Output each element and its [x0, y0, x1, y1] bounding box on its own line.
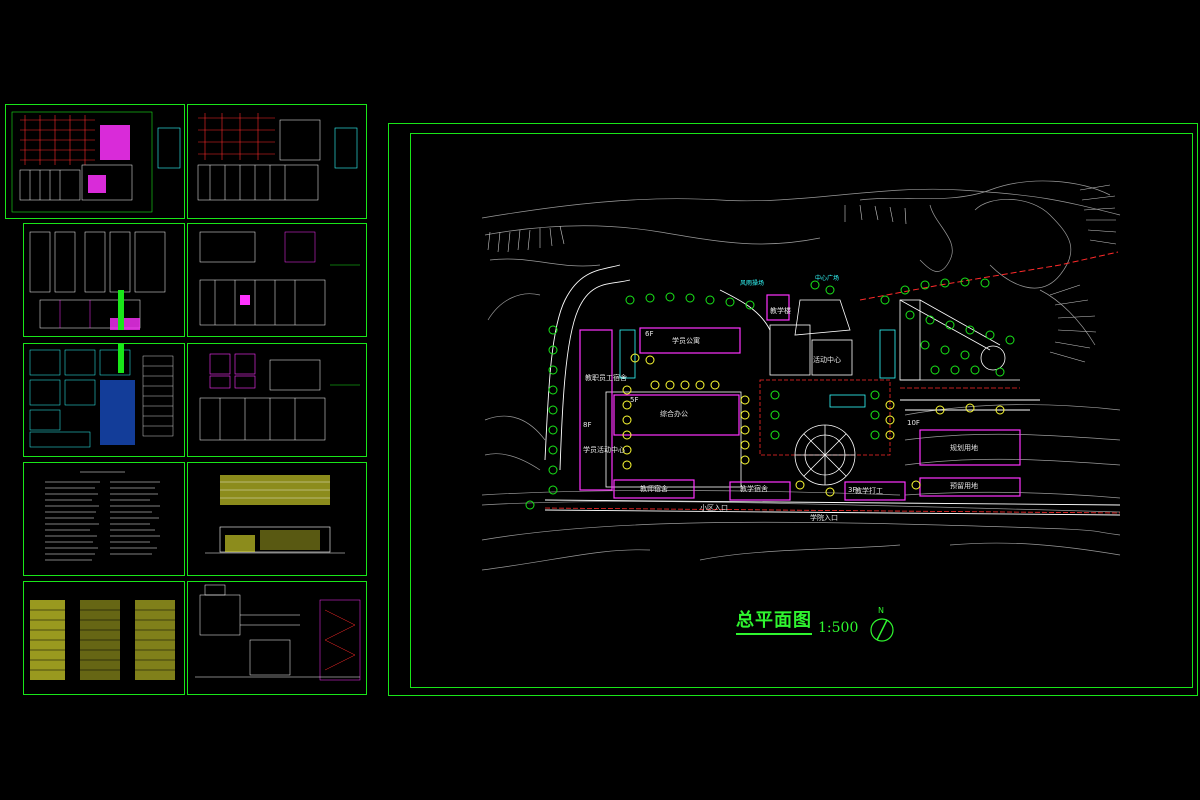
- label-gate-side: 小区入口: [700, 503, 728, 512]
- label-dorm-left: 教职员工宿舍: [585, 373, 627, 382]
- terrain-contours: [481, 180, 1121, 571]
- label-gate-main: 学院入口: [810, 513, 838, 522]
- thumb-4-plan: [199, 231, 360, 326]
- sheet-thumb-8[interactable]: [187, 462, 367, 576]
- label-bottom-2: 教学宿舍: [740, 484, 768, 493]
- label-bottom-3: 教学打工: [855, 486, 883, 495]
- north-arrow-icon: N: [870, 606, 894, 642]
- main-sheet-inner-frame: [410, 133, 1193, 688]
- sheet-thumb-5[interactable]: [23, 343, 185, 457]
- sheet-thumb-4[interactable]: [187, 223, 367, 337]
- roads: [544, 264, 1121, 516]
- drawing-title: 总平面图: [736, 606, 812, 635]
- thumb-5-elevations: [29, 343, 174, 448]
- thumb-2-floor-plan: [197, 113, 358, 201]
- label-floor-3f: 3F: [848, 486, 856, 494]
- site-plan-labels: 学员公寓 活动中心 综合办公 教职员工宿舍 教学楼 学员活动中心 教师宿舍 教学…: [583, 274, 978, 522]
- sheet-thumb-2[interactable]: [187, 104, 367, 219]
- sheet-thumb-9[interactable]: [23, 581, 185, 695]
- thumb-6-plan: [199, 353, 360, 441]
- label-bottom-1: 教师宿舍: [640, 484, 668, 493]
- central-plaza: [759, 299, 891, 486]
- sheet-thumb-3[interactable]: [23, 223, 185, 337]
- thumb-9-schedule: [30, 600, 175, 680]
- label-right-1: 规划用地: [950, 443, 978, 452]
- red-setback-lines: [544, 387, 1121, 514]
- sheet-thumb-6[interactable]: [187, 343, 367, 457]
- label-activity: 活动中心: [813, 355, 841, 364]
- label-top-tag1: 风雨操场: [740, 279, 764, 287]
- main-sheet-outer-frame[interactable]: [388, 123, 1198, 696]
- label-floor-6f: 6F: [645, 330, 653, 338]
- label-building-main: 学员公寓: [672, 336, 700, 345]
- thumb-3-details: [29, 231, 166, 330]
- tree-symbols: [525, 277, 1015, 510]
- site-boundary: [605, 391, 742, 488]
- thumb-7-notes: [45, 471, 160, 561]
- slope-hatching: [487, 184, 1117, 363]
- svg-text:N: N: [878, 606, 884, 615]
- label-floor-5f: 5F: [630, 396, 638, 404]
- label-top-tag2: 中心广场: [815, 274, 839, 282]
- thumb-10-sections: [195, 584, 361, 681]
- drawing-scale: 1:500: [818, 620, 859, 636]
- label-left-mid: 学员活动中心: [583, 445, 625, 454]
- label-floor-10f: 10F: [907, 419, 920, 427]
- thumb-1-floor-plan: [11, 111, 181, 213]
- label-right-2: 预留用地: [950, 481, 978, 490]
- property-boundary-line: [859, 251, 1119, 301]
- label-floor-8f: 8F: [583, 421, 591, 429]
- sheet-thumb-7[interactable]: [23, 462, 185, 576]
- label-left-upper: 教学楼: [770, 306, 791, 315]
- sheet-thumb-1[interactable]: [5, 104, 185, 219]
- label-b-staff: 综合办公: [660, 409, 688, 418]
- thumb-8-elevations: [205, 475, 345, 554]
- sheet-thumb-10[interactable]: [187, 581, 367, 695]
